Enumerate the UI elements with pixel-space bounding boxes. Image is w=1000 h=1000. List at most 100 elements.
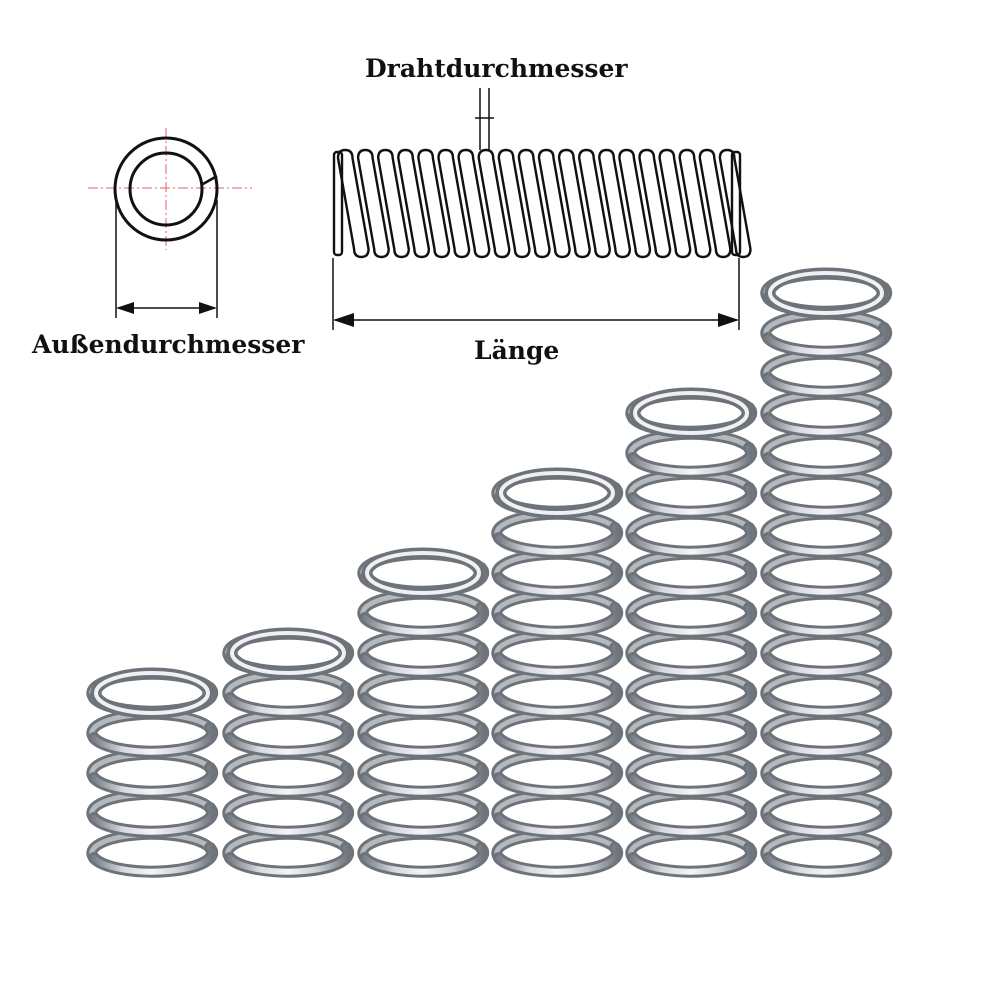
- spring-coil-front-shine: [630, 605, 755, 635]
- side-view-coil: [658, 148, 692, 259]
- spring-coil-front-shine: [362, 605, 487, 635]
- spring-side-view: [332, 88, 752, 330]
- spring-top-ring-shine: [768, 271, 884, 315]
- spring-coil-front-shine: [630, 565, 755, 595]
- length-arrow-left: [333, 313, 354, 327]
- spring-coil-front-shine: [227, 765, 352, 795]
- spring-coil-front-shine: [496, 565, 621, 595]
- side-view-coils: [332, 148, 752, 259]
- spring-top-ring-shine: [499, 471, 615, 515]
- spring-coil-front-shine: [630, 645, 755, 675]
- side-view-coil: [457, 148, 491, 259]
- side-view-coil: [417, 148, 451, 259]
- spring-coil-front-shine: [362, 645, 487, 675]
- spring-coil-front-shine: [765, 765, 890, 795]
- spring-coil-front-shine: [496, 765, 621, 795]
- spring-coil-front-shine: [765, 845, 890, 875]
- spring-coil-front-shine: [765, 725, 890, 755]
- spring-coil-front-shine: [630, 445, 755, 475]
- side-view-end-left: [332, 150, 344, 257]
- spring-coil-front-shine: [496, 725, 621, 755]
- spring-coil-front-shine: [630, 805, 755, 835]
- outer-arrow-left: [116, 302, 134, 314]
- spring-coil-front-shine: [765, 805, 890, 835]
- side-view-coil: [578, 148, 611, 259]
- spring-coil-front-shine: [496, 685, 621, 715]
- outer-diameter-label: Außendurchmesser: [32, 330, 305, 359]
- spring-1: [86, 667, 219, 878]
- spring-end-view: [88, 128, 252, 318]
- spring-coil-front-shine: [630, 485, 755, 515]
- spring-coil-front-shine: [496, 645, 621, 675]
- side-view-end-right: [730, 150, 742, 257]
- spring-coil-front-shine: [765, 605, 890, 635]
- spring-coil-front-shine: [91, 845, 216, 875]
- spring-coil-front-shine: [630, 765, 755, 795]
- side-view-coil: [557, 148, 591, 259]
- spring-coil-front-shine: [765, 365, 890, 395]
- spring-3: [357, 547, 490, 878]
- side-view-coil: [517, 148, 551, 259]
- spring-2: [222, 627, 355, 878]
- side-view-coil: [477, 148, 511, 259]
- spring-coil-front-shine: [362, 805, 487, 835]
- outer-arrow-right: [199, 302, 217, 314]
- wire-end-mark: [202, 174, 218, 186]
- spring-coil-front-shine: [91, 805, 216, 835]
- spring-coil-front-shine: [91, 725, 216, 755]
- spring-coil-front-shine: [765, 565, 890, 595]
- outer-circle: [113, 136, 219, 242]
- spring-coil-front-shine: [765, 525, 890, 555]
- spring-top-ring-shine: [230, 631, 346, 675]
- side-view-coil: [638, 148, 672, 259]
- spring-5: [625, 387, 758, 878]
- spring-coil-front-shine: [227, 845, 352, 875]
- dimension-diagram: [88, 88, 752, 330]
- spring-coil-front-shine: [496, 525, 621, 555]
- spring-coil-front-shine: [630, 525, 755, 555]
- spring-top-ring-shine: [94, 671, 210, 715]
- spring-coil-front-shine: [765, 325, 890, 355]
- spring-coil-front-shine: [362, 765, 487, 795]
- spring-coil-front-shine: [496, 845, 621, 875]
- spring-6: [760, 267, 893, 878]
- spring-coil-front-shine: [496, 805, 621, 835]
- wire-diameter-label: Drahtdurchmesser: [365, 54, 628, 83]
- side-view-coil: [356, 148, 390, 259]
- spring-coil-front-shine: [227, 685, 352, 715]
- side-view-coil: [718, 148, 752, 259]
- side-view-coil: [397, 148, 431, 259]
- spring-coil-front-shine: [362, 725, 487, 755]
- spring-4: [491, 467, 624, 878]
- side-view-coil: [537, 148, 571, 259]
- side-view-coil: [336, 148, 370, 259]
- side-view-coil: [497, 148, 531, 259]
- side-view-coil: [698, 148, 732, 259]
- spring-coil-front-shine: [362, 845, 487, 875]
- spring-coil-front-shine: [765, 405, 890, 435]
- spring-coil-front-shine: [227, 805, 352, 835]
- spring-coil-front-shine: [765, 445, 890, 475]
- spring-top-ring-shine: [633, 391, 749, 435]
- spring-coil-front-shine: [227, 725, 352, 755]
- length-arrow-right: [718, 313, 739, 327]
- spring-coil-front-shine: [765, 485, 890, 515]
- inner-circle: [128, 151, 204, 227]
- spring-coil-front-shine: [630, 685, 755, 715]
- side-view-coil: [618, 148, 652, 259]
- length-label: Länge: [474, 336, 560, 365]
- spring-coil-front-shine: [362, 685, 487, 715]
- side-view-coil: [598, 148, 632, 259]
- spring-coil-front-shine: [630, 725, 755, 755]
- side-view-coil: [678, 148, 712, 259]
- spring-coil-front-shine: [630, 845, 755, 875]
- spring-coil-front-shine: [765, 685, 890, 715]
- side-view-coil: [437, 148, 471, 259]
- spring-coil-front-shine: [765, 645, 890, 675]
- spring-coil-front-shine: [496, 605, 621, 635]
- spring-coil-front-shine: [91, 765, 216, 795]
- side-view-coil: [377, 148, 410, 259]
- spring-top-ring-shine: [365, 551, 481, 595]
